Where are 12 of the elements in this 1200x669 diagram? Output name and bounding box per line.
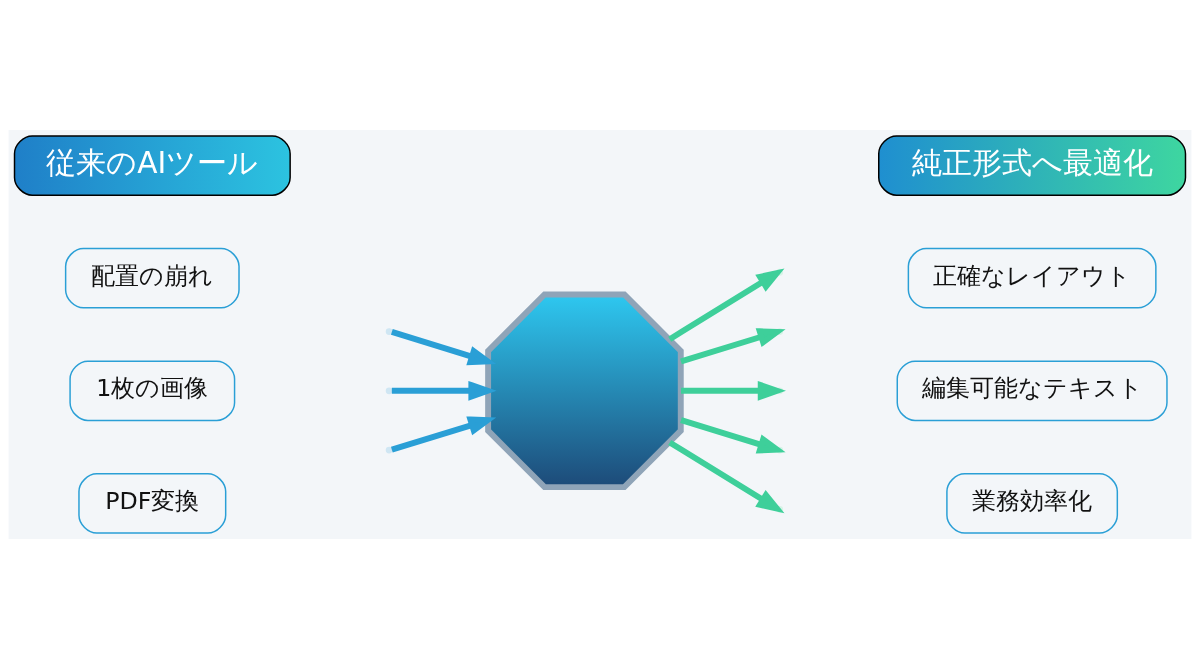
arrow bbox=[390, 329, 497, 366]
node-box: 1枚の画像 bbox=[69, 360, 236, 422]
node-box: 配置の崩れ bbox=[64, 247, 240, 309]
node-box: 正確なレイアウト bbox=[907, 247, 1157, 309]
node-box: 従来のAIツール bbox=[13, 135, 291, 196]
node-picture bbox=[485, 291, 684, 491]
arrow bbox=[391, 380, 497, 401]
arrow bbox=[390, 416, 497, 453]
node-box: 業務効率化 bbox=[946, 473, 1119, 534]
node-box: 編集可能なテキスト bbox=[896, 360, 1168, 422]
node-box: PDF変換 bbox=[78, 473, 227, 534]
node-box: 純正形式へ最適化 bbox=[878, 135, 1187, 196]
